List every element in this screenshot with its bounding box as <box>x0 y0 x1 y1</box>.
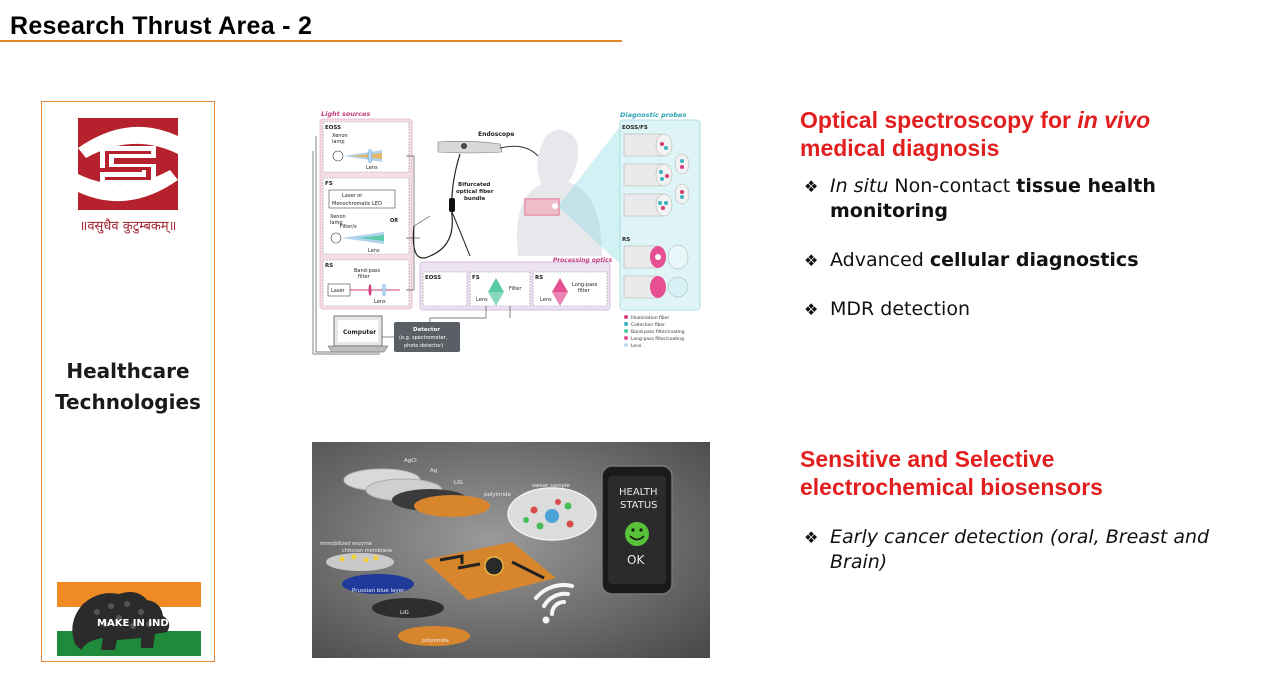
lig-label: LIG <box>454 480 463 486</box>
polyimide-label: polyimide <box>484 492 512 498</box>
rs-probe-label: RS <box>622 237 630 243</box>
eoss-po-label: EOSS <box>425 275 441 281</box>
panel-heading: Healthcare Technologies <box>42 356 214 418</box>
biosensor-illustration: AgCl Ag LIG polyimide sweat sample immob… <box>312 442 710 658</box>
processing-optics-label: Processing optics <box>553 257 613 264</box>
lens-label-1: Lens <box>366 165 378 171</box>
bifurcated-label-2: optical fiber <box>456 189 494 195</box>
ok-text: OK <box>627 553 645 567</box>
legend-item-0: Illumination fiber <box>631 315 669 321</box>
lens-rs-po-label: Lens <box>540 297 552 303</box>
or-label: OR <box>390 218 398 224</box>
diamond-bullet-icon: ❖ <box>804 251 819 270</box>
legend-item-4: Lens <box>631 343 642 349</box>
legend-item-3: Long-pass filter/coating <box>631 336 684 342</box>
section1-title: Optical spectroscopy for in vivo medical… <box>800 106 1220 162</box>
chitosan-label: chitosan membrane <box>342 548 392 554</box>
detector-label-3: photo detector) <box>404 343 443 349</box>
section1-title-italic: in vivo <box>1077 107 1151 133</box>
diamond-bullet-icon: ❖ <box>804 177 819 196</box>
enzyme-label: immobilized enzyme <box>320 541 372 547</box>
wireless-signal-icon <box>534 583 574 616</box>
diamond-bullet-icon: ❖ <box>804 528 819 547</box>
laser-or-label: Laser or <box>342 193 363 199</box>
agcl-label: AgCl <box>404 458 417 464</box>
longpass-label-2: filter <box>578 288 591 294</box>
lens-label-2: Lens <box>368 248 380 254</box>
xenon-label-1: Xenon <box>332 133 348 139</box>
mono-led-label: Monochromatic LED <box>332 201 382 207</box>
list-item: ❖Early cancer detection (oral, Breast an… <box>804 526 1210 573</box>
title-underline <box>0 40 622 42</box>
list-item: ❖MDR detection <box>804 298 970 320</box>
lig2-label: LIG <box>400 610 409 616</box>
rs-po-label: RS <box>535 275 543 281</box>
laser-label: Laser <box>331 288 346 294</box>
bifurcated-label-3: bundle <box>464 196 486 202</box>
probe-cylinders-icon <box>623 133 690 217</box>
section1-title-part2: medical diagnosis <box>800 135 1000 161</box>
sweat-sample-label: sweat sample <box>532 483 571 489</box>
lens-label-3: Lens <box>374 299 386 305</box>
bandpass-label-2: filter <box>358 274 371 280</box>
status-text: STATUS <box>620 500 658 511</box>
heading-line-2: Technologies <box>55 390 201 414</box>
section2-title-line2: electrochemical biosensors <box>800 474 1103 500</box>
filter-po-label: Filter <box>509 286 522 292</box>
make-in-india-logo-icon: MAKE IN INDIA <box>57 582 201 656</box>
section2-bullets: ❖Early cancer detection (oral, Breast an… <box>804 525 1224 575</box>
heading-line-1: Healthcare <box>66 359 190 383</box>
probe-legend: Illumination fiber Collection fiber Band… <box>624 315 685 349</box>
eoss-fs-label: EOSS/FS <box>622 125 648 131</box>
longpass-label-1: Long-pass <box>572 282 598 288</box>
section1-bullets: ❖In situ Non-contact tissue health monit… <box>804 174 1224 346</box>
polyimide2-label: polyimide <box>422 638 450 644</box>
smiley-icon <box>625 522 649 546</box>
institute-logo-icon <box>78 118 178 210</box>
list-item: ❖In situ Non-contact tissue health monit… <box>804 175 1156 222</box>
lens-po-label: Lens <box>476 297 488 303</box>
endoscope-label: Endoscope <box>478 131 514 138</box>
rs-probe-icon <box>623 244 689 299</box>
bandpass-label-1: Band-pass <box>354 268 380 274</box>
diagnostic-probes-label: Diagnostic probes <box>620 111 686 119</box>
xenon-fs-label-1: Xenon <box>330 214 346 220</box>
filters-label: Filter/s <box>340 224 357 230</box>
healthcare-panel: ॥वसुधैव कुटुम्बकम्॥ Healthcare Technolog… <box>41 101 215 662</box>
detector-label-2: (e.g. spectrometer, <box>399 335 448 341</box>
make-in-india-text: MAKE IN INDIA <box>97 618 180 629</box>
health-text: HEALTH <box>619 487 658 498</box>
light-sources-label: Light sources <box>321 110 370 118</box>
page-title: Research Thrust Area - 2 <box>10 12 313 40</box>
computer-label: Computer <box>343 329 376 336</box>
computer-icon <box>327 315 389 353</box>
bifurcated-label-1: Bifurcated <box>458 182 490 188</box>
eoss-label: EOSS <box>325 125 341 131</box>
section2-title-line1: Sensitive and Selective <box>800 446 1055 472</box>
xenon-label-2: lamp <box>332 139 345 145</box>
prussian-label: Prussian blue layer <box>352 588 405 594</box>
section1-title-part1: Optical spectroscopy for <box>800 107 1078 133</box>
detector-label-1: Detector <box>413 327 440 333</box>
fs-po-label: FS <box>472 275 480 281</box>
section2-title: Sensitive and Selective electrochemical … <box>800 445 1220 501</box>
diamond-bullet-icon: ❖ <box>804 300 819 319</box>
legend-item-1: Collection fiber <box>631 322 665 328</box>
list-item: ❖Advanced cellular diagnostics <box>804 249 1139 271</box>
rs-label: RS <box>325 263 333 269</box>
legend-item-2: Band-pass filter/coating <box>631 329 685 335</box>
xenon-fs-label-2: lamp <box>330 220 343 226</box>
fs-label: FS <box>325 181 333 187</box>
ag-label: Ag <box>430 468 437 474</box>
spectroscopy-schematic: Light sources EOSS Xenon lamp Lens FS La… <box>310 106 704 356</box>
sanskrit-motto: ॥वसुधैव कुटुम्बकम्॥ <box>79 219 177 234</box>
